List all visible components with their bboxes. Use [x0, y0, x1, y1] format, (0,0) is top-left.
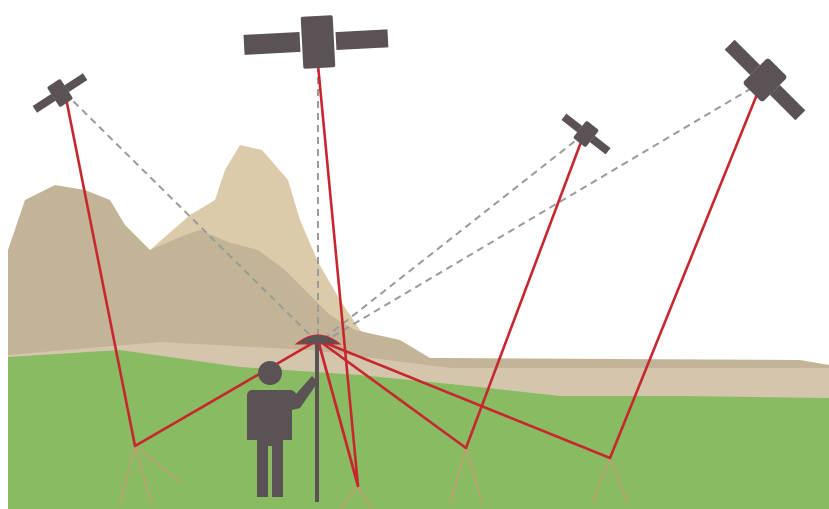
satellite-icon	[243, 15, 389, 69]
antenna-icon	[294, 334, 342, 502]
multipath-signal	[316, 339, 360, 487]
ground-reflections	[119, 445, 629, 509]
multipath-signal	[317, 133, 586, 450]
landscape	[8, 145, 829, 509]
reflection-mark	[339, 485, 373, 509]
reflection-mark	[119, 445, 181, 505]
direct-signal	[324, 81, 763, 342]
person-icon	[247, 361, 318, 497]
satellite-icon	[561, 113, 611, 155]
ground	[8, 350, 829, 509]
multipath-signal	[63, 92, 319, 448]
multipath-signal	[317, 81, 764, 460]
satellite-icon	[724, 39, 806, 121]
reflection-mark	[449, 447, 483, 505]
direct-signal	[64, 92, 316, 341]
direct-signal	[321, 133, 585, 341]
direct-signals	[64, 65, 763, 342]
reflection-mark	[591, 457, 629, 505]
reflected-signals	[63, 64, 764, 488]
satellite-icon	[32, 73, 88, 113]
